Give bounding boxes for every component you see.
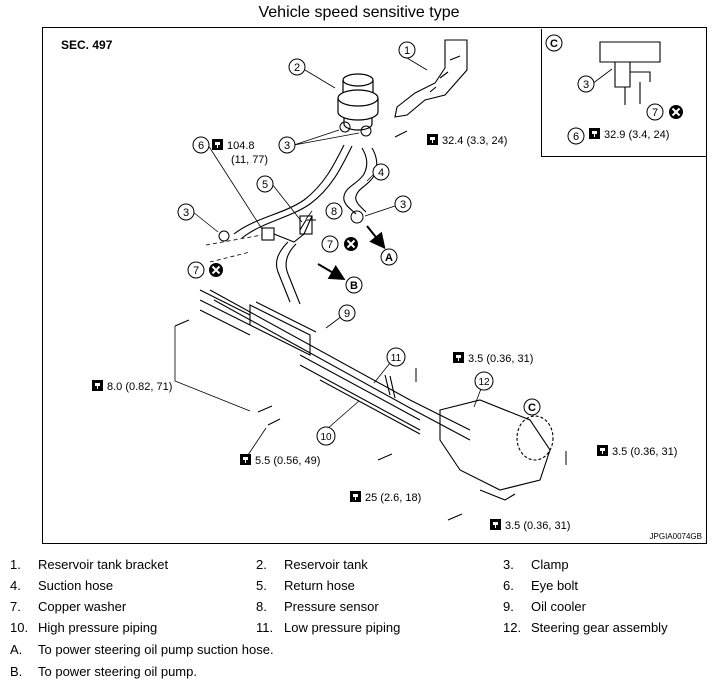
- letter-b: B: [345, 276, 363, 294]
- figure-code: JPGIA0074GB: [649, 532, 702, 541]
- section-label: SEC. 497: [61, 38, 113, 52]
- torque-bottom: 3.5 (0.36, 31): [505, 520, 570, 532]
- svg-text:3: 3: [183, 207, 189, 219]
- callout-4: 4: [372, 163, 390, 181]
- callout-10: 10: [316, 426, 336, 446]
- diagram-frame: SEC. 497 JPGIA0074GB: [42, 27, 707, 544]
- svg-text:7: 7: [327, 239, 333, 251]
- torque-left: 8.0 (0.82, 71): [107, 381, 172, 393]
- inset-letter-c: C: [545, 34, 563, 52]
- letter-a: A: [380, 248, 398, 266]
- svg-text:3: 3: [284, 140, 290, 152]
- callout-5: 5: [256, 175, 274, 193]
- callout-7: 7: [321, 235, 339, 253]
- torque-inset: 32.9 (3.4, 24): [604, 129, 669, 141]
- bolts-drawing: [174, 130, 567, 521]
- callout-1: 1: [398, 41, 416, 59]
- callout-7-left: 7: [187, 261, 205, 279]
- pressure-line-drawing: [261, 215, 316, 305]
- letter-c: C: [523, 398, 541, 416]
- diagram-title: Vehicle speed sensitive type: [258, 4, 460, 21]
- callout-2: 2: [288, 58, 306, 76]
- callout-6-inset: 6: [567, 127, 585, 145]
- svg-text:7: 7: [193, 265, 199, 277]
- exploded-view-drawing: 1 2 3 3 3 3 4 5 6 6 7 7 7 8 9 10 11 12 A…: [92, 34, 684, 532]
- oil-cooler-drawing: [199, 289, 317, 356]
- svg-text:6: 6: [573, 131, 579, 143]
- callout-3-top: 3: [278, 136, 296, 154]
- callout-7-inset: 7: [646, 103, 664, 121]
- svg-text:C: C: [550, 38, 558, 50]
- svg-text:8: 8: [331, 206, 337, 218]
- svg-text:9: 9: [344, 308, 350, 320]
- svg-text:3: 3: [400, 199, 406, 211]
- svg-text:5: 5: [262, 179, 268, 191]
- svg-text:4: 4: [378, 167, 384, 179]
- callout-3-mid: 3: [394, 195, 412, 213]
- callout-6: 6: [192, 136, 210, 154]
- reservoir-bracket-drawing: [394, 39, 468, 118]
- svg-text:C: C: [528, 402, 536, 414]
- torque-right: 3.5 (0.36, 31): [612, 446, 677, 458]
- clamps-drawing: [218, 121, 372, 242]
- reservoir-tank-drawing: [337, 73, 379, 131]
- detail-inset-c: [541, 29, 706, 157]
- torque-eye-bolt: 104.8: [227, 140, 255, 152]
- dashed-guides: [205, 234, 263, 263]
- svg-text:6: 6: [198, 140, 204, 152]
- svg-text:2: 2: [294, 62, 300, 74]
- arrow-to-b: [317, 263, 346, 281]
- callout-11: 11: [386, 347, 406, 367]
- inset-part-drawing: [599, 41, 661, 105]
- callout-12: 12: [474, 371, 494, 391]
- svg-text:1: 1: [404, 45, 410, 57]
- torque-eye-bolt-sub: (11, 77): [231, 154, 268, 166]
- torque-5-5: 5.5 (0.56, 49): [255, 455, 320, 467]
- svg-text:A: A: [385, 252, 393, 264]
- arrow-to-a: [366, 225, 386, 250]
- callout-9: 9: [338, 304, 356, 322]
- svg-text:12: 12: [478, 377, 490, 388]
- torque-upper-right: 3.5 (0.36, 31): [468, 353, 533, 365]
- svg-text:7: 7: [652, 107, 658, 119]
- hoses-drawing: [233, 144, 378, 239]
- svg-text:10: 10: [320, 432, 332, 443]
- callout-3-inset: 3: [577, 75, 595, 93]
- svg-text:11: 11: [391, 353, 402, 364]
- callout-8: 8: [325, 202, 343, 220]
- callout-3-left: 3: [177, 203, 195, 221]
- svg-text:3: 3: [583, 79, 589, 91]
- piping-drawing: [209, 289, 471, 441]
- svg-text:B: B: [350, 280, 358, 292]
- torque-bracket: 32.4 (3.3, 24): [442, 135, 507, 147]
- steering-gear-drawing: [439, 399, 554, 501]
- torque-25: 25 (2.6, 18): [365, 492, 421, 504]
